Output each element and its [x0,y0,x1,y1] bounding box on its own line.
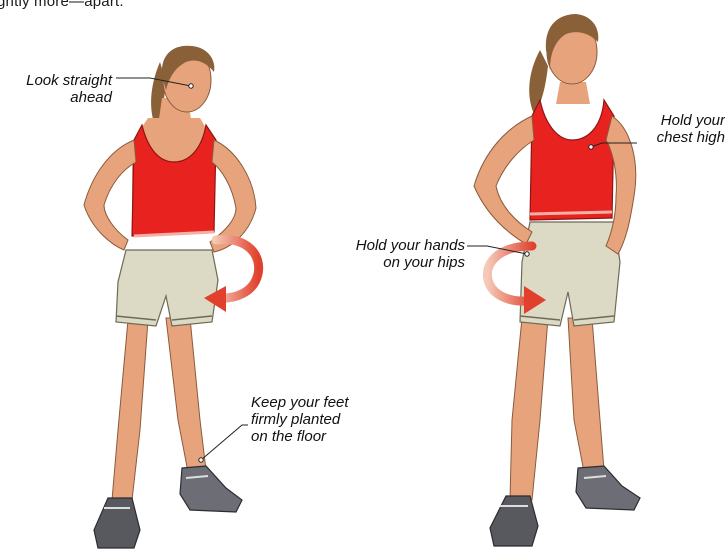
callout-line: on your hips [335,254,465,271]
callout-line: chest high [641,129,725,146]
figure-right [474,14,640,546]
callout-chest-high: Hold your chest high [641,112,725,146]
callout-line: firmly planted [251,411,381,428]
callout-feet-planted: Keep your feet firmly planted on the flo… [251,394,381,445]
callout-line: Hold your [641,112,725,129]
callout-look-straight: Look straight ahead [8,72,112,106]
callout-line: on the floor [251,428,381,445]
callout-line: Look straight [8,72,112,89]
callout-line: ahead [8,89,112,106]
callout-line: Keep your feet [251,394,381,411]
figure-left [84,46,259,548]
callout-line: Hold your hands [335,237,465,254]
callout-hands-on-hips: Hold your hands on your hips [335,237,465,271]
